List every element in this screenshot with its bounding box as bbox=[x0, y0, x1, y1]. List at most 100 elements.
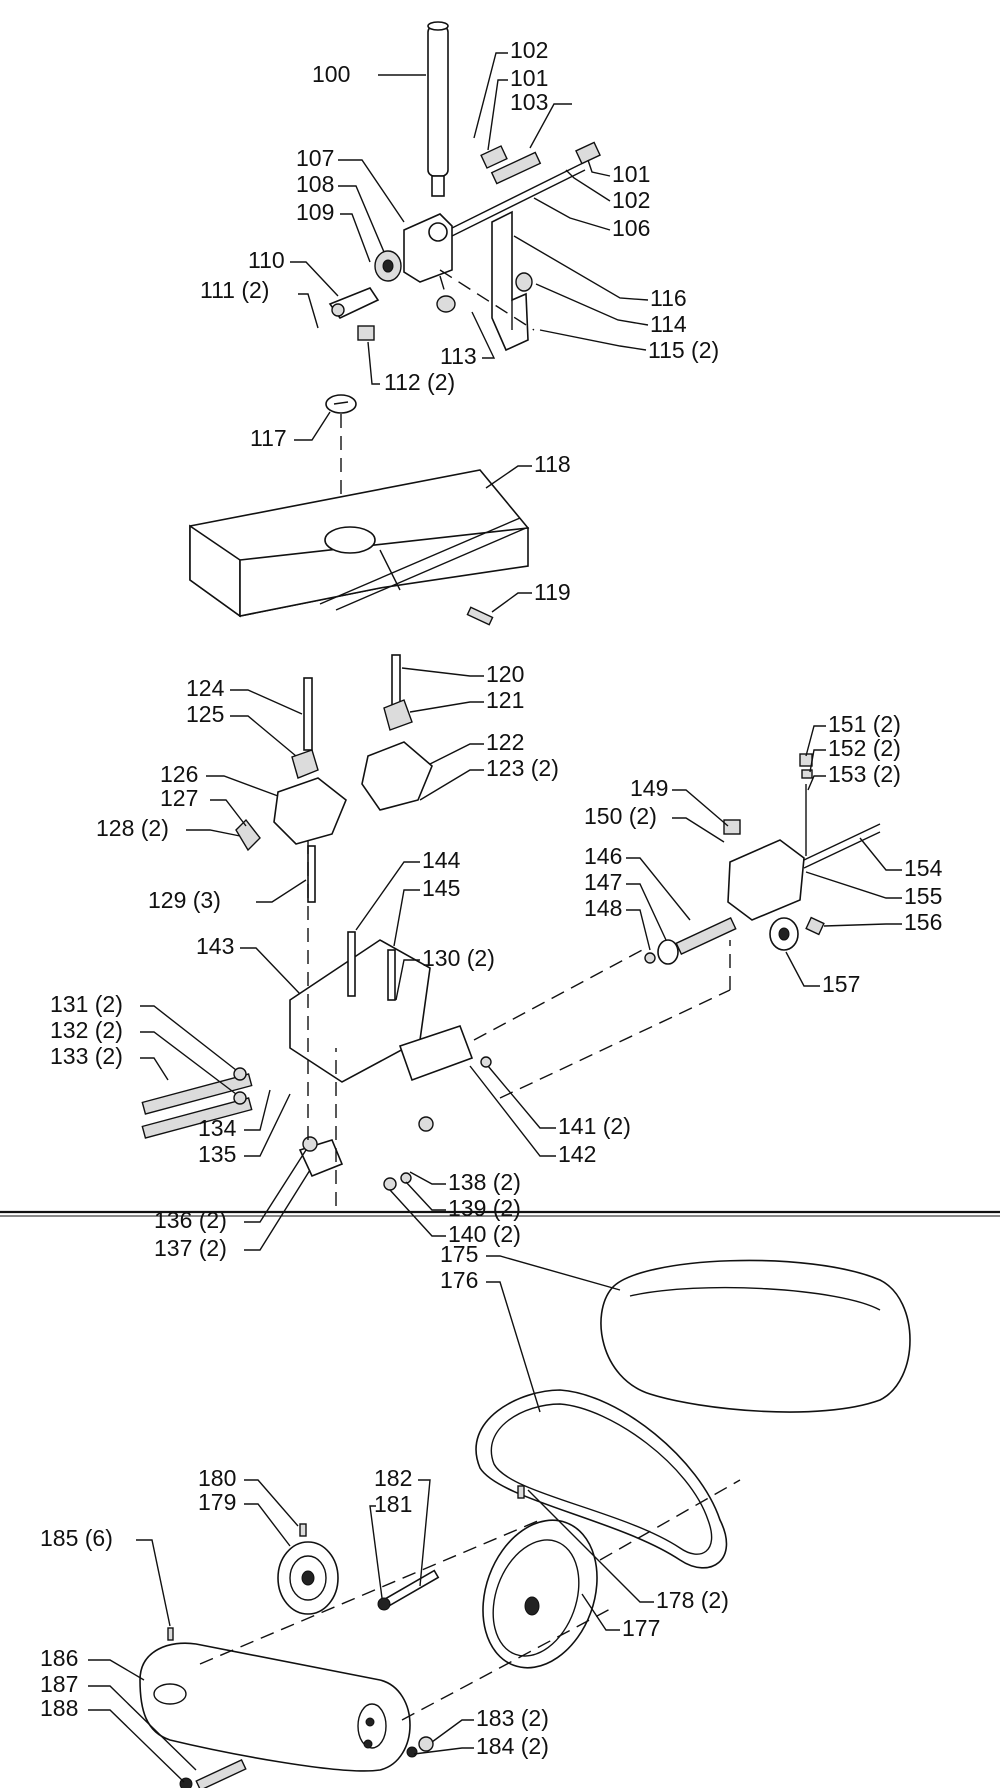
label-142: 142 bbox=[558, 1141, 596, 1167]
label-147: 147 bbox=[584, 869, 622, 895]
bracket-screw bbox=[436, 295, 456, 313]
leader-107 bbox=[338, 159, 405, 223]
drive-pulley bbox=[482, 1519, 598, 1669]
leader-146 bbox=[626, 857, 691, 921]
leader-183 bbox=[431, 1719, 474, 1743]
guide-bearing-157-center bbox=[778, 927, 790, 941]
leader-133 bbox=[140, 1057, 169, 1081]
idler-wheel-rim bbox=[289, 1555, 327, 1601]
leader-119 bbox=[491, 592, 532, 613]
label-101a: 101 bbox=[510, 65, 548, 91]
label-113: 113 bbox=[440, 343, 477, 369]
label-131: 131 (2) bbox=[50, 991, 123, 1017]
adjust-screw-lower bbox=[141, 1097, 253, 1139]
belt-axis bbox=[599, 1479, 741, 1561]
guide-shaft-154 bbox=[803, 823, 881, 861]
label-127: 127 bbox=[160, 785, 198, 811]
trunnion-left bbox=[273, 777, 347, 845]
guard-axis bbox=[439, 269, 535, 331]
table-blade-hole bbox=[324, 526, 376, 554]
label-125: 125 bbox=[186, 701, 224, 727]
leader-lines bbox=[88, 52, 902, 1783]
label-134: 134 bbox=[198, 1115, 237, 1141]
leader-187 bbox=[88, 1685, 197, 1771]
label-148: 148 bbox=[584, 895, 622, 921]
base-bolt-130 bbox=[387, 949, 396, 1001]
label-140: 140 (2) bbox=[448, 1221, 521, 1247]
leader-141 bbox=[487, 1065, 556, 1129]
leader-138 bbox=[409, 1171, 446, 1185]
guide-post bbox=[427, 25, 449, 177]
idler-set-screw bbox=[299, 1523, 307, 1537]
table-insert bbox=[325, 394, 357, 414]
label-114: 114 bbox=[650, 311, 687, 337]
leader-131 bbox=[140, 1005, 237, 1071]
guide-shaft-154-edge bbox=[803, 831, 881, 869]
label-133: 133 (2) bbox=[50, 1043, 123, 1069]
guide-block-156 bbox=[805, 916, 825, 936]
leader-109 bbox=[340, 213, 371, 263]
guide-screw-148 bbox=[644, 952, 656, 964]
label-128: 128 (2) bbox=[96, 815, 169, 841]
motor-plate bbox=[139, 1642, 411, 1772]
label-135: 135 bbox=[198, 1141, 236, 1167]
bracket-screw-141 bbox=[480, 1056, 492, 1068]
leader-150 bbox=[672, 817, 725, 843]
leader-110 bbox=[290, 261, 339, 297]
leader-127 bbox=[210, 799, 247, 827]
leader-157 bbox=[785, 951, 820, 987]
label-152: 152 (2) bbox=[828, 735, 901, 761]
blade-guard bbox=[491, 210, 529, 352]
leader-177 bbox=[581, 1593, 620, 1631]
guide-shaft-axis bbox=[473, 940, 731, 1099]
leader-182 bbox=[418, 1479, 431, 1587]
leader-102a bbox=[473, 52, 508, 139]
adjust-screw-right bbox=[575, 141, 601, 165]
pulley-axis bbox=[401, 1607, 613, 1721]
label-182: 182 bbox=[374, 1465, 412, 1491]
leader-153 bbox=[807, 775, 826, 791]
leader-142 bbox=[469, 1065, 556, 1157]
guide-post-assembly bbox=[328, 21, 601, 352]
leader-147 bbox=[626, 883, 667, 941]
leader-135 bbox=[244, 1093, 291, 1157]
label-186: 186 bbox=[40, 1645, 78, 1671]
leader-139 bbox=[405, 1181, 446, 1211]
label-107: 107 bbox=[296, 145, 334, 171]
trunnion-bolt-right bbox=[391, 654, 401, 708]
label-150: 150 (2) bbox=[584, 803, 657, 829]
belt-guard-rim bbox=[629, 1286, 881, 1311]
table-insert-slot bbox=[333, 401, 349, 405]
pulley-set-screw bbox=[517, 1485, 525, 1499]
label-141: 141 (2) bbox=[558, 1113, 631, 1139]
motor-plate-hole-b bbox=[363, 1739, 373, 1749]
label-122: 122 bbox=[486, 729, 524, 755]
label-112: 112 (2) bbox=[384, 369, 455, 395]
leader-122 bbox=[429, 743, 484, 765]
label-155: 155 bbox=[904, 883, 942, 909]
adjust-screw-upper bbox=[141, 1073, 253, 1115]
label-120: 120 bbox=[486, 661, 524, 687]
label-149: 149 bbox=[630, 775, 668, 801]
leader-148 bbox=[626, 909, 651, 951]
pivot-washer bbox=[377, 1597, 391, 1611]
label-116: 116 bbox=[650, 285, 687, 311]
guide-bracket bbox=[403, 213, 453, 283]
saw-table bbox=[189, 469, 530, 626]
label-121: 121 bbox=[486, 687, 524, 713]
plate-washer bbox=[406, 1746, 418, 1758]
base-washer bbox=[400, 1172, 412, 1184]
label-106: 106 bbox=[612, 215, 650, 241]
label-117: 117 bbox=[250, 425, 287, 451]
drive-pulley-bore bbox=[524, 1596, 540, 1616]
mounting-bracket bbox=[398, 1024, 474, 1082]
label-100: 100 bbox=[312, 61, 350, 87]
guide-bearing-147 bbox=[657, 939, 679, 965]
leader-113 bbox=[471, 311, 496, 359]
guide-rod-edge bbox=[451, 169, 586, 237]
rod-sleeve bbox=[490, 151, 542, 185]
leader-176 bbox=[486, 1281, 541, 1413]
bracket-axis bbox=[439, 275, 447, 297]
table-miter-slot-edge bbox=[335, 527, 527, 611]
